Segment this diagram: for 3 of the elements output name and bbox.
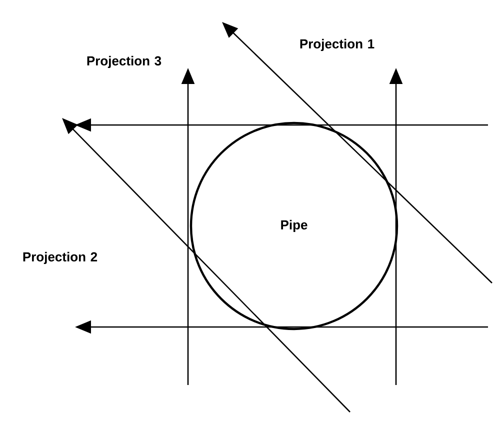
projection-label: Projection 2 (23, 252, 98, 264)
projection-label: Projection 1 (300, 38, 374, 52)
projection-label: Projection 3 (87, 56, 162, 68)
